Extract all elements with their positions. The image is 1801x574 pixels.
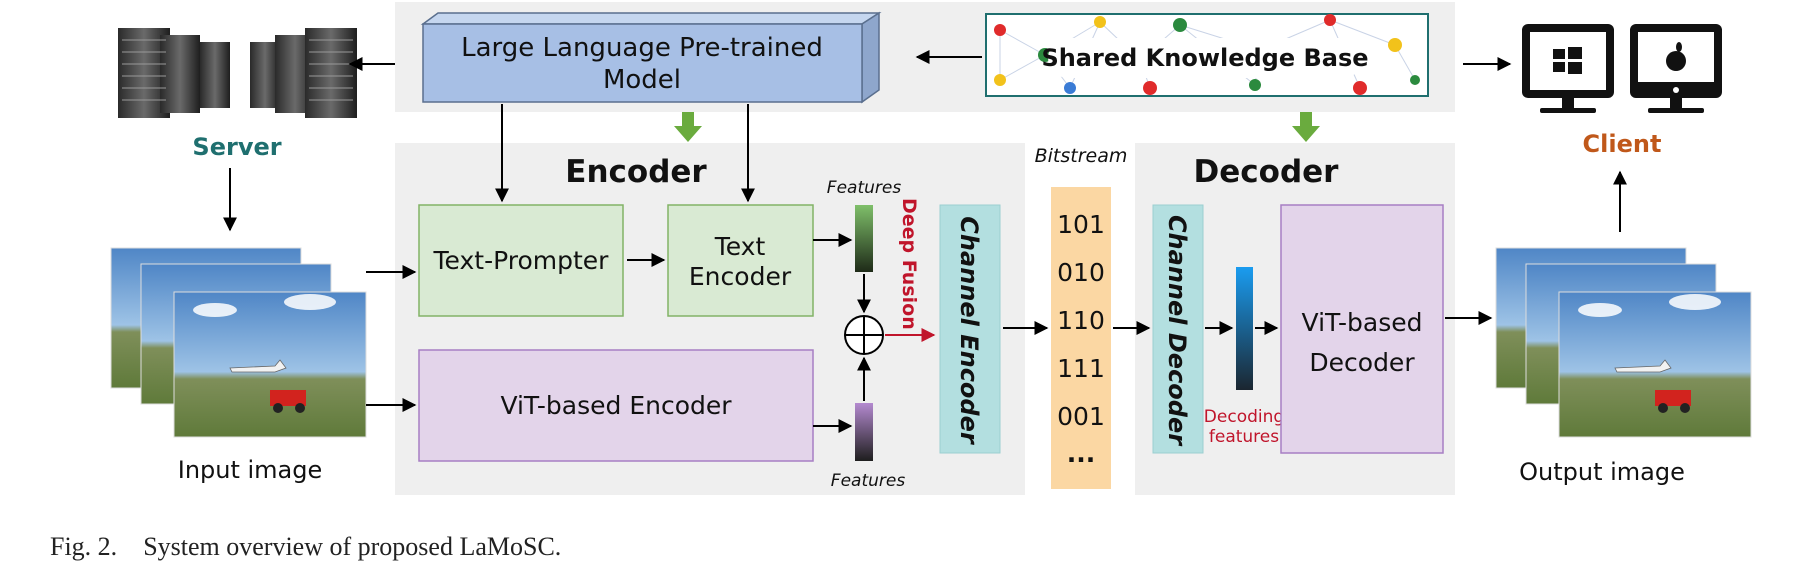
vit-decoder-box — [1280, 204, 1444, 454]
figure-caption: Fig. 2. System overview of proposed LaMo… — [50, 532, 561, 562]
image-features-bar — [855, 403, 873, 461]
caption-fig-number: Fig. 2. — [50, 532, 118, 561]
bitstream-column — [1051, 187, 1111, 489]
channel-decoder-label: Channel Decoder — [1163, 215, 1191, 447]
text-encoder-box — [667, 204, 814, 317]
green-down-arrow — [674, 112, 702, 142]
llm-block: Large Language Pre-trained Model — [420, 11, 882, 104]
fusion-plus-icon — [844, 315, 884, 355]
features-top-label: Features — [827, 178, 902, 198]
windows-computer-icon — [1522, 24, 1614, 113]
input-image-stack — [110, 247, 367, 438]
caption-text: System overview of proposed LaMoSC. — [143, 532, 562, 561]
input-image-label: Input image — [178, 456, 323, 484]
output-image-label: Output image — [1519, 458, 1685, 486]
encoder-title: Encoder — [565, 154, 707, 190]
vit-decoder-label-line2: Decoder — [1309, 348, 1415, 377]
text-prompter-label: Text-Prompter — [433, 246, 610, 275]
decoding-features-label-line1: Decoding — [1204, 407, 1284, 427]
bitstream-title: Bitstream — [1035, 145, 1128, 167]
text-encoder-label-line2: Encoder — [689, 262, 792, 291]
decoding-features-label-line2: features — [1209, 427, 1279, 447]
channel-encoder-box — [939, 204, 1001, 454]
channel-decoder-box — [1152, 204, 1204, 454]
vit-encoder-box — [418, 349, 814, 462]
knowledge-base-block: Shared Knowledge Base — [985, 13, 1429, 97]
knowledge-base-title: Shared Knowledge Base — [1041, 44, 1368, 72]
text-features-bar — [855, 205, 873, 272]
text-prompter-box — [418, 204, 624, 317]
server-label: Server — [192, 133, 281, 161]
llm-title-line1: Large Language Pre-trained — [461, 33, 823, 63]
llm-title-line2: Model — [603, 65, 681, 95]
vit-encoder-label: ViT-based Encoder — [500, 391, 732, 420]
bitstream-bit: 001 — [1057, 402, 1105, 431]
green-down-arrow — [1292, 112, 1320, 142]
decoder-title: Decoder — [1194, 154, 1340, 190]
text-encoder-label-line1: Text — [714, 232, 766, 261]
vit-decoder-label-line1: ViT-based — [1302, 308, 1423, 337]
bitstream-bit: 111 — [1057, 354, 1105, 383]
apple-computer-icon — [1630, 24, 1722, 113]
features-bottom-label: Features — [831, 471, 906, 491]
output-image-stack — [1495, 247, 1752, 438]
bitstream-bit: 101 — [1057, 210, 1105, 239]
bitstream-bit: 110 — [1057, 306, 1105, 335]
deep-fusion-label: Deep Fusion — [898, 198, 920, 330]
server-rack-icon — [118, 28, 357, 118]
decoding-features-bar — [1236, 267, 1253, 390]
bitstream-ellipsis: ... — [1067, 439, 1096, 468]
channel-encoder-label: Channel Encoder — [955, 216, 983, 446]
bitstream-bit: 010 — [1057, 258, 1105, 287]
client-label: Client — [1583, 130, 1662, 158]
